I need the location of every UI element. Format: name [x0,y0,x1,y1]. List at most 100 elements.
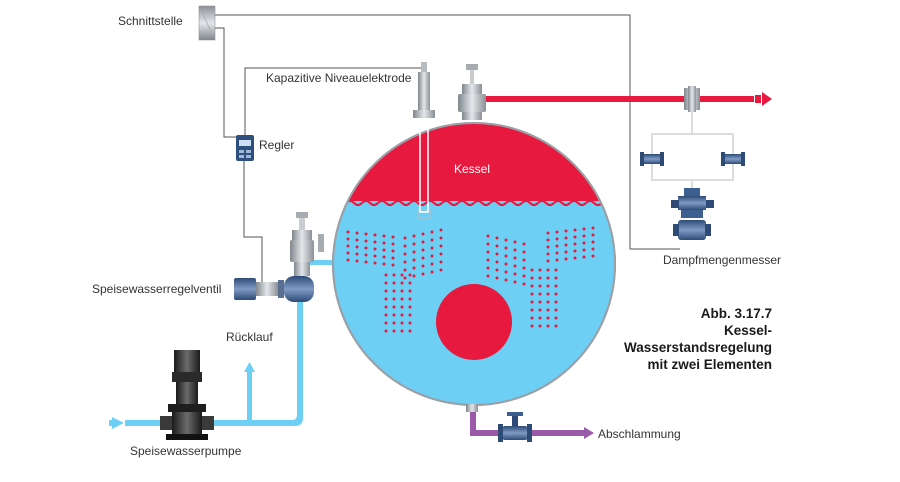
steam-bubble [546,259,550,263]
steam-bubble [430,230,434,234]
steam-bubble [403,276,407,280]
steam-bubble [384,329,388,333]
steam-bubble [373,233,377,237]
steam-bubble [513,256,517,260]
steam-bubble [546,308,550,312]
steam-bubble [439,244,443,248]
steam-bubble [564,236,568,240]
steam-bubble [382,255,386,259]
steam-bubble [538,284,542,288]
signal-line-interface-to-controller [213,27,240,138]
bypass-valve-right [721,152,745,166]
steam-bubble [573,235,577,239]
steam-pipe [486,86,772,112]
steam-bubble [522,274,526,278]
steam-bubble [554,324,558,328]
label-feed-valve: Speisewasserregelventil [92,282,222,296]
valve-actuator [234,278,284,300]
steam-bubble [522,250,526,254]
steam-bubble [384,273,388,277]
steam-bubble [554,268,558,272]
steam-bubble [400,329,404,333]
steam-bubble [382,248,386,252]
steam-bubble [555,244,559,248]
steam-bubble [504,246,508,250]
steam-bubble [582,248,586,252]
steam-bubble [513,264,517,268]
steam-bubble [573,228,577,232]
steam-bubble [382,241,386,245]
label-boiler: Kessel [454,162,491,176]
steam-bubble [582,241,586,245]
steam-bubbles [346,226,595,333]
interface-unit [198,5,216,41]
steam-bubble [430,270,434,274]
label-controller: Regler [259,138,295,152]
steam-bubble [364,253,368,257]
steam-bubble [408,329,412,333]
steam-bubble [373,254,377,258]
caption-line-3: Wasserstandsregelung [623,340,772,355]
steam-bubble [408,273,412,277]
steam-bubble [538,268,542,272]
caption-line-2: Kessel- [723,323,772,338]
label-blowdown: Abschlammung [598,427,681,441]
steam-bubble [513,248,517,252]
figure-caption: Abb. 3.17.7 Kessel- Wasserstandsregelung… [624,305,772,373]
label-electrode: Kapazitive Niveauelektrode [266,71,412,85]
steam-bubble [546,252,550,256]
steam-bubble [355,231,359,235]
steam-bubble [403,236,407,240]
steam-bubble [486,258,490,262]
steam-bubble [530,308,534,312]
steam-bubble [400,289,404,293]
steam-bubble [346,230,350,234]
steam-bubble [530,268,534,272]
steam-bubble [504,254,508,258]
steam-bubble [391,235,395,239]
steam-bubble [504,238,508,242]
steam-bubble [513,272,517,276]
steam-bubble [522,266,526,270]
steam-bubble [555,251,559,255]
steam-bubble [546,276,550,280]
steam-bubble [384,281,388,285]
steam-bubble [421,248,425,252]
steam-bubble [392,289,396,293]
steam-bubble [421,264,425,268]
steam-bubble [530,292,534,296]
steam-bubble [522,242,526,246]
steam-bubble [530,284,534,288]
steam-bubble [504,270,508,274]
label-steam-meter: Dampfmengenmesser [663,253,782,267]
feed-water-pipes [109,260,332,429]
steam-bubble [564,229,568,233]
steam-bubble [412,242,416,246]
feed-main-pipe [125,300,303,426]
steam-bubble [573,256,577,260]
steam-bubble [421,256,425,260]
steam-bubble [582,234,586,238]
steam-bubble [382,262,386,266]
steam-bubble [364,232,368,236]
steam-meter-station [640,110,745,240]
steam-bubble [430,238,434,242]
steam-bubble [430,246,434,250]
steam-bubble [504,278,508,282]
steam-bubble [555,237,559,241]
steam-bubble [364,260,368,264]
caption-line-1: Abb. 3.17.7 [700,306,772,321]
blowdown-line [466,404,594,442]
steam-bubble [530,316,534,320]
steam-bubble [382,234,386,238]
steam-bubble [554,292,558,296]
steam-bubble [392,273,396,277]
steam-bubble [582,227,586,231]
steam-bubble [412,258,416,262]
steam-bubble [373,261,377,265]
steam-bubble [403,244,407,248]
steam-bubble [564,243,568,247]
steam-bubble [522,282,526,286]
steam-bubble [546,245,550,249]
